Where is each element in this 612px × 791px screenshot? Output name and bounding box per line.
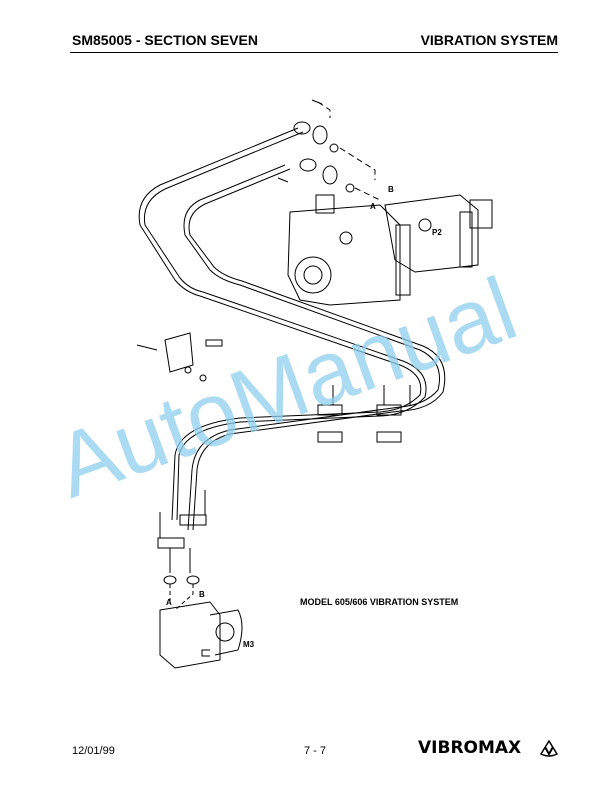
- document-header-section: SM85005 - SECTION SEVEN: [72, 32, 258, 48]
- pump-assembly: [287, 194, 493, 306]
- port-b-label: B: [388, 185, 394, 194]
- document-header-title: VIBRATION SYSTEM: [420, 32, 558, 48]
- port-a-label: A: [370, 202, 376, 211]
- vibromax-logo-icon: [540, 740, 558, 757]
- footer-date: 12/01/99: [72, 745, 115, 757]
- diagram-caption: MODEL 605/606 VIBRATION SYSTEM: [300, 597, 459, 607]
- page-number: 7 - 7: [304, 745, 327, 757]
- vibromax-logo: VIBROMAX: [418, 738, 522, 758]
- vibration-motor: [159, 601, 243, 669]
- motor-m3-label: M3: [243, 640, 255, 649]
- pump-p2-label: P2: [432, 228, 442, 237]
- header-rule: [70, 52, 558, 53]
- motor-port-a-label: A: [166, 598, 172, 607]
- hose-clamps: [157, 385, 411, 611]
- motor-port-b-label: B: [199, 590, 205, 599]
- hydraulic-hoses: [138, 127, 446, 531]
- mounting-bracket: [136, 332, 223, 382]
- top-fittings: [277, 99, 381, 201]
